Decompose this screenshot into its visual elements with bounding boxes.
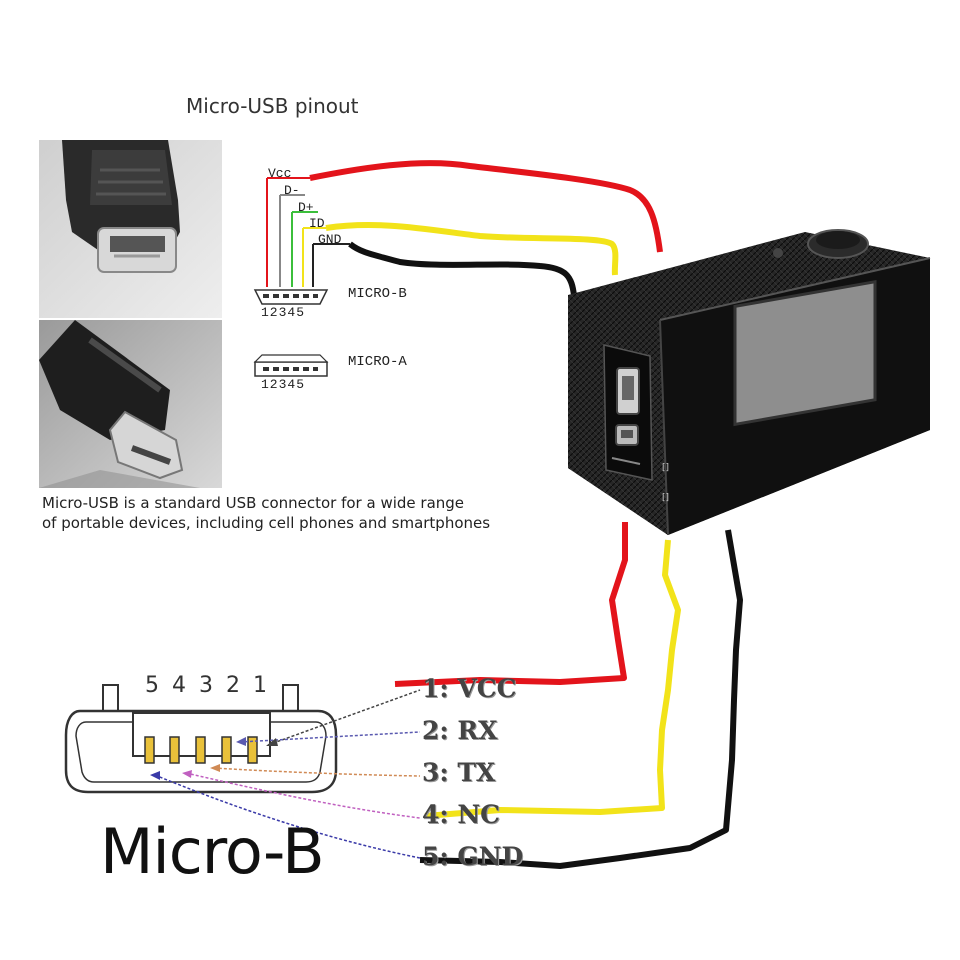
- pin-pointer-arrowheads: [150, 737, 278, 780]
- small-pinout-wires: [266, 177, 350, 287]
- micro-usb-plug-photo-top: [39, 140, 222, 318]
- pin-pointer-lines: [154, 689, 421, 859]
- connector-label: Micro-B: [100, 815, 325, 888]
- svg-text:[]: []: [662, 463, 669, 473]
- micro-b-small-connector: [253, 289, 329, 305]
- wire-vcc-top: [309, 160, 663, 253]
- signal-label-dminus: D-: [284, 183, 300, 198]
- wire-id-top: [325, 222, 619, 276]
- wire-gnd-top: [348, 241, 577, 297]
- page-title: Micro-USB pinout: [186, 94, 359, 118]
- signal-label-vcc: Vcc: [268, 166, 292, 181]
- pin-label-2: 2: RX: [422, 716, 498, 745]
- micro-b-small-label: MICRO-B: [348, 286, 407, 302]
- micro-b-receptacle: [64, 684, 338, 794]
- pin-label-4: 4: NC: [422, 800, 501, 829]
- signal-label-dplus: D+: [298, 200, 314, 215]
- micro-b-pin-numbers: 12345: [261, 305, 306, 320]
- pin-label-1: 1: VCC: [422, 674, 517, 703]
- micro-a-pin-numbers: 12345: [261, 377, 306, 392]
- description-line-1: Micro-USB is a standard USB connector fo…: [42, 494, 465, 512]
- action-camera: [] []: [568, 229, 931, 536]
- wire-nc-bottom: [424, 539, 681, 819]
- wire-vcc-bottom: [394, 522, 628, 687]
- micro-usb-plug-photo-bottom: [39, 320, 222, 488]
- signal-label-id: ID: [309, 216, 325, 231]
- pin-label-3: 3: TX: [422, 758, 496, 787]
- wire-gnd-bottom: [419, 529, 743, 869]
- description-line-2: of portable devices, including cell phon…: [42, 514, 491, 532]
- connector-pin-order: 5 4 3 2 1: [145, 673, 270, 698]
- micro-a-small-connector: [253, 354, 329, 377]
- micro-a-small-label: MICRO-A: [348, 354, 407, 370]
- svg-text:[]: []: [662, 493, 669, 503]
- pin-label-5: 5: GND: [422, 842, 524, 871]
- signal-label-gnd: GND: [318, 232, 342, 247]
